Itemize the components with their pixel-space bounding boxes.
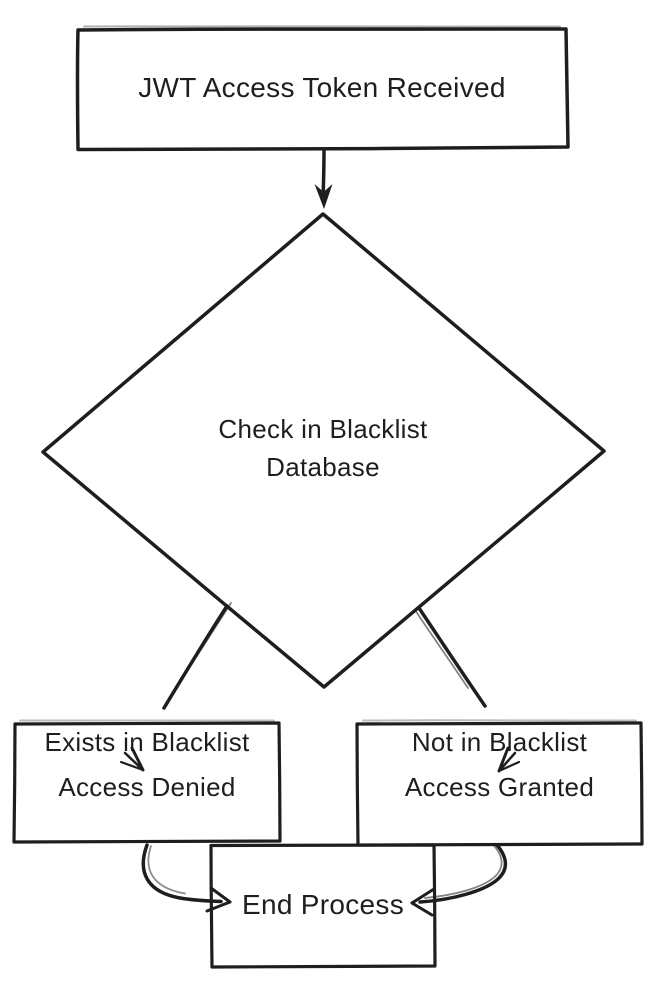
label-line: Check in Blacklist <box>218 414 428 444</box>
arrow-denied-to-end <box>141 843 232 913</box>
label-line: Not in Blacklist <box>411 727 588 757</box>
arrowhead-denied <box>119 746 145 772</box>
node-granted-shape <box>355 719 644 847</box>
node-start-shape <box>75 25 570 152</box>
node-decision-shape <box>41 212 606 689</box>
edge-decision-to-denied <box>162 602 232 710</box>
arrow-start-to-decision <box>314 149 333 209</box>
node-end-shape <box>209 843 437 969</box>
node-denied-shape <box>12 719 282 844</box>
label-line: Access Granted <box>404 772 595 802</box>
node-denied-label: Exists in Blacklist Access Denied <box>14 720 280 810</box>
label-line: End Process <box>241 889 405 920</box>
node-start-label: JWT Access Token Received <box>76 28 568 148</box>
node-decision-label: Check in Blacklist Database <box>63 410 583 486</box>
label-line: Database <box>266 452 380 482</box>
arrowhead-granted <box>497 746 521 773</box>
label-line: Access Denied <box>58 772 236 802</box>
label-line: Exists in Blacklist <box>44 727 250 757</box>
edge-decision-to-granted <box>414 606 487 708</box>
arrow-granted-to-end <box>410 843 508 917</box>
node-granted-label: Not in Blacklist Access Granted <box>357 720 642 810</box>
node-end-label: End Process <box>211 845 435 965</box>
label-line: JWT Access Token Received <box>138 72 506 103</box>
